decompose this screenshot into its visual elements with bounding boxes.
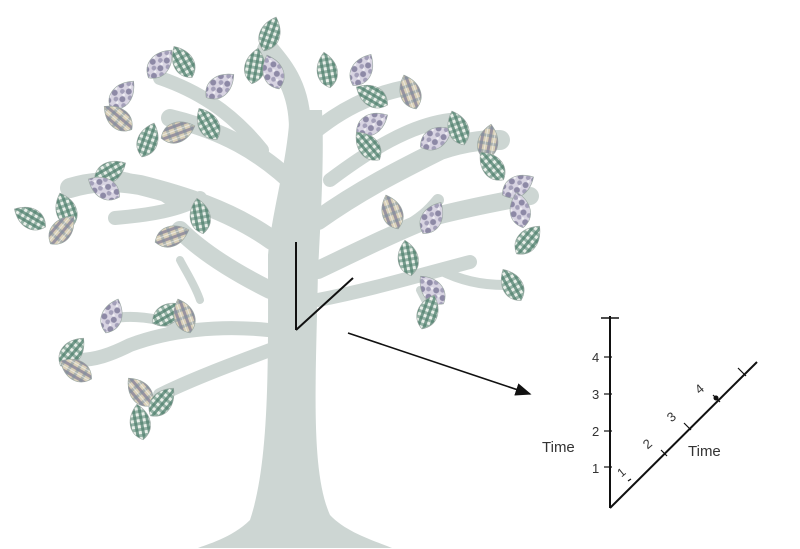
right-tick-4: 4 [692,381,707,397]
leaf-icon [479,151,506,181]
axes-diagram [601,316,758,509]
leaf-icon [381,194,404,230]
leaf-icon [129,403,151,441]
left-tick-3: 3 [592,387,599,402]
leaf-icon [416,294,439,330]
trunk-axes [295,242,354,331]
leaf-icon [447,110,470,146]
right-tick-2: 2 [640,436,655,452]
leaf-icon [349,54,373,86]
leaf-icon [514,225,541,255]
leaf-icon [501,269,525,301]
leaf-icon [173,298,196,334]
leaf-icon [316,51,338,89]
leaf-icon [355,131,382,161]
leaf-icon [419,275,446,305]
leaf-icon [419,202,443,234]
leaf-icon [88,177,120,201]
arrow-icon [347,332,532,396]
leaf-icon [14,207,46,231]
left-tick-1: 1 [592,461,599,476]
leaf-icon [172,46,196,78]
leaf-icon [509,191,531,229]
leaf-icon [48,215,75,245]
leaf-icon [397,239,419,277]
leaf-icon [146,49,173,79]
leaf-icon [58,337,85,367]
leaf-icon [197,108,221,140]
left-tick-2: 2 [592,424,599,439]
leaf-icon [100,298,123,334]
right-tick-3: 3 [664,409,679,425]
leaf-icon [420,127,452,151]
left-axis-label: Time [542,439,575,456]
leaf-icon [148,387,175,417]
leaf-icon [103,105,133,132]
right-tick-1: 1 [614,465,628,480]
leaf-icon [60,359,92,383]
leaf-cluster [14,16,541,441]
leaf-icon [502,175,534,199]
leaf-icon [262,54,285,90]
leaf-icon [154,225,190,248]
leaf-icon [258,16,281,52]
leaf-icon [356,85,388,109]
right-axis-label: Time [688,443,721,460]
leaf-icon [189,197,211,235]
leaf-icon [205,73,235,100]
left-tick-4: 4 [592,350,599,365]
leaf-icon [160,121,196,144]
leaf-icon [136,122,159,158]
leaf-icon [399,74,422,110]
